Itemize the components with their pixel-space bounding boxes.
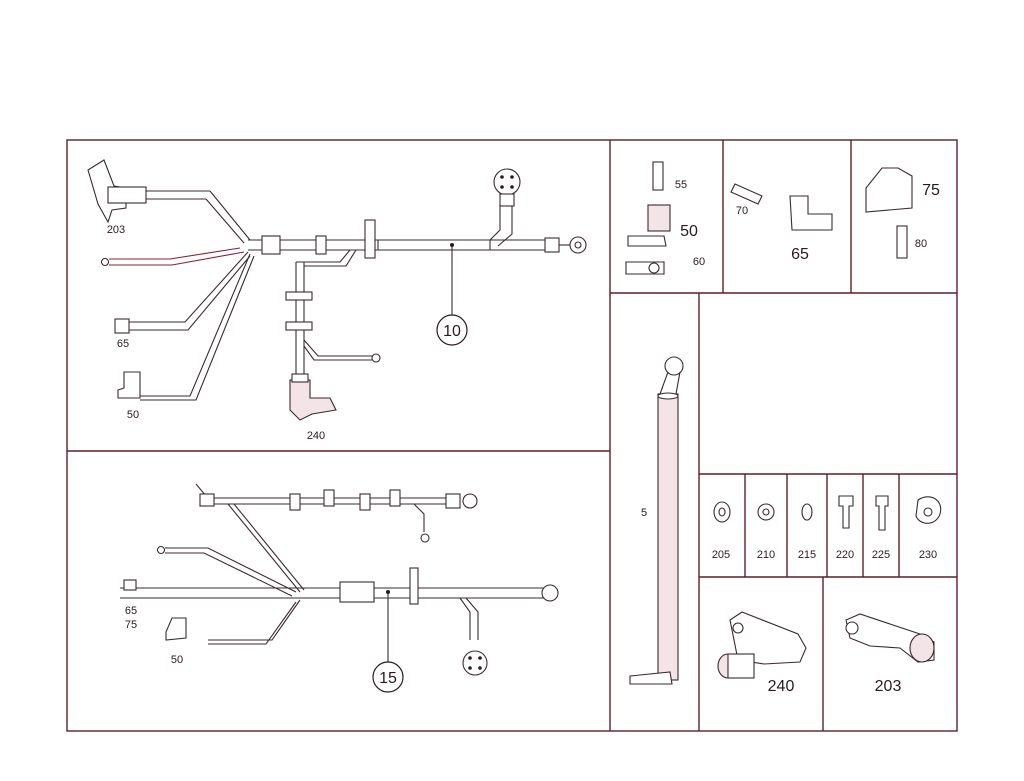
label-240-h: 240 [768,678,795,695]
label-205: 205 [712,549,730,561]
holder-203[interactable] [845,613,935,663]
label-65-c: 65 [791,246,809,263]
hw-215[interactable] [801,503,813,521]
harness-a[interactable] [87,159,587,421]
label-65-a: 65 [117,338,129,350]
hw-210[interactable] [757,503,775,521]
connector-group-1[interactable] [625,161,671,275]
label-230: 230 [919,549,937,561]
label-5: 5 [641,507,647,519]
connector-203-a[interactable] [87,159,251,244]
harness-b[interactable] [120,483,559,676]
hw-225[interactable] [875,495,889,531]
hardware-row[interactable] [713,495,942,531]
callout-15-label: 15 [379,670,397,687]
label-240-a: 240 [307,430,325,442]
connector-group-2[interactable] [730,183,833,231]
label-203-a: 203 [107,224,125,236]
label-75-b: 75 [125,619,137,631]
hw-205[interactable] [713,501,731,523]
label-50-c: 50 [680,223,698,240]
label-50-b: 50 [171,654,183,666]
callout-10-label: 10 [443,323,461,340]
label-203-h: 203 [875,678,902,695]
diagram-frame [66,139,958,732]
label-55: 55 [675,179,687,191]
label-215: 215 [798,549,816,561]
connector-group-3[interactable] [865,167,913,259]
label-65-b: 65 [125,605,137,617]
label-50-a: 50 [127,409,139,421]
label-210: 210 [757,549,775,561]
hw-220[interactable] [838,495,854,529]
label-220: 220 [836,549,854,561]
label-60: 60 [693,256,705,268]
hw-230[interactable] [915,496,942,524]
callout-15[interactable] [372,661,404,693]
holder-240[interactable] [717,611,807,679]
label-80: 80 [915,238,927,250]
label-225: 225 [872,549,890,561]
ground-rod[interactable] [629,356,684,685]
label-75-c: 75 [922,182,940,199]
label-70: 70 [736,205,748,217]
